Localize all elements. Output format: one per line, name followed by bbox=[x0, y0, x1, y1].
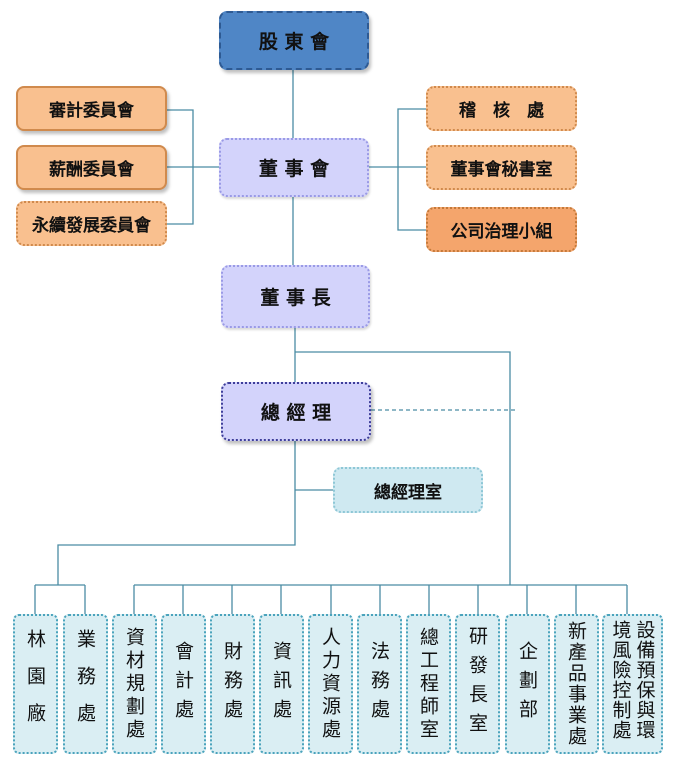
dept-box: 總工程師室 bbox=[406, 614, 451, 754]
dept-box: 新產品事業處 bbox=[554, 614, 599, 754]
gm-office-node: 總經理室 bbox=[333, 467, 483, 513]
dept-label: 新產品事業處 bbox=[565, 621, 587, 747]
sustainability-committee-node: 永續發展委員會 bbox=[16, 201, 167, 246]
chairman-label: 董 事 長 bbox=[260, 287, 331, 309]
dept-box: 資訊處 bbox=[259, 614, 304, 754]
dept-box: 人力資源處 bbox=[308, 614, 353, 754]
dept-box: 設備預保與環境風險控制處 bbox=[602, 614, 663, 754]
dept-label: 財務處 bbox=[221, 640, 243, 728]
gm-node: 總 經 理 bbox=[221, 382, 371, 441]
dept-box: 林園廠 bbox=[13, 614, 58, 754]
dept-label: 法務處 bbox=[368, 640, 390, 728]
internal-audit-node: 稽 核 處 bbox=[426, 86, 577, 131]
shareholders-node: 股 東 會 bbox=[219, 11, 369, 70]
dept-box: 企劃部 bbox=[505, 614, 550, 754]
gm-label: 總 經 理 bbox=[260, 402, 332, 424]
remuneration-committee-node: 薪酬委員會 bbox=[16, 145, 167, 190]
dept-label: 資訊處 bbox=[270, 640, 292, 728]
dept-box: 業務處 bbox=[63, 614, 108, 754]
dept-box: 會計處 bbox=[161, 614, 206, 754]
chairman-node: 董 事 長 bbox=[221, 265, 370, 328]
dept-label: 業務處 bbox=[74, 628, 96, 740]
dept-label: 人力資源處 bbox=[319, 626, 341, 742]
dept-label: 設備預保與環境風險控制處 bbox=[609, 620, 656, 740]
gm-office-label: 總經理室 bbox=[374, 482, 442, 503]
dept-box: 法務處 bbox=[357, 614, 402, 754]
dept-label: 林園廠 bbox=[24, 628, 46, 740]
dept-label: 會計處 bbox=[172, 640, 194, 728]
dept-box: 財務處 bbox=[210, 614, 255, 754]
remuneration-committee-label: 薪酬委員會 bbox=[49, 160, 134, 180]
board-secretariat-label: 董事會秘書室 bbox=[450, 160, 553, 180]
governance-team-node: 公司治理小組 bbox=[426, 207, 577, 252]
board-label: 董 事 會 bbox=[258, 158, 330, 180]
dept-label: 資材規劃處 bbox=[123, 626, 145, 742]
sustainability-committee-label: 永續發展委員會 bbox=[32, 216, 151, 236]
board-node: 董 事 會 bbox=[219, 138, 369, 197]
dept-label: 總工程師室 bbox=[417, 626, 439, 742]
governance-team-label: 公司治理小組 bbox=[450, 222, 553, 242]
dept-label: 企劃部 bbox=[516, 640, 538, 728]
board-secretariat-node: 董事會秘書室 bbox=[426, 145, 577, 190]
dept-box: 資材規劃處 bbox=[112, 614, 157, 754]
shareholders-label: 股 東 會 bbox=[258, 31, 330, 53]
audit-committee-node: 審計委員會 bbox=[16, 86, 167, 131]
internal-audit-label: 稽 核 處 bbox=[459, 101, 544, 121]
dept-label: 研發長室 bbox=[466, 626, 488, 742]
dept-box: 研發長室 bbox=[455, 614, 500, 754]
audit-committee-label: 審計委員會 bbox=[49, 101, 134, 121]
